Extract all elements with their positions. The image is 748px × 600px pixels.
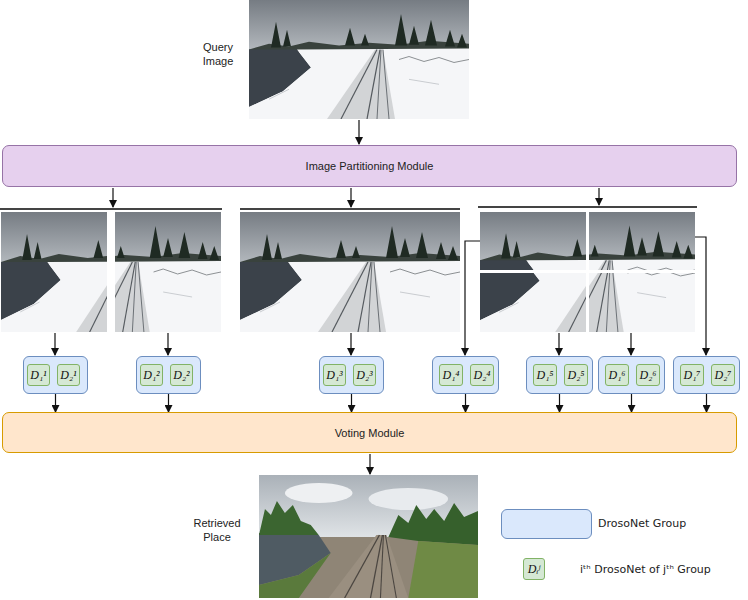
connector-arrow (465, 394, 466, 412)
connector-arrow (559, 394, 560, 412)
drosonet-label: D₂⁶ (639, 368, 656, 383)
drosonet-label: D₂⁴ (473, 368, 490, 383)
image-caption: Query Image (192, 40, 244, 69)
drosonet-label: D₂⁵ (567, 368, 584, 383)
drosonet-box: D₁² (140, 364, 163, 386)
drosonet-box: D₁³ (323, 364, 346, 386)
drosonet-group: D₁³ D₂³ (319, 356, 384, 394)
drosonet-group: D₁⁵ D₂⁵ (526, 356, 593, 394)
drosonet-group: D₁¹ D₂¹ (23, 356, 88, 394)
module-label: Voting Module (335, 427, 405, 439)
drosonet-label: D₂¹ (60, 368, 76, 383)
drosonet-label: D₂⁷ (714, 368, 731, 383)
drosonet-label: D₂² (173, 368, 189, 383)
legend-sample-label: Dᵢʲ (528, 562, 541, 577)
connector-arrow (351, 394, 352, 412)
drosonet-label: D₁³ (326, 368, 342, 383)
drosonet-box: D₂⁶ (636, 364, 660, 386)
legend-text: iᵗʰ DrosoNet of jᵗʰ Group (580, 563, 711, 576)
module-label: Image Partitioning Module (306, 160, 434, 172)
drosonet-box: D₂² (170, 364, 193, 386)
drosonet-label: D₂³ (356, 368, 372, 383)
drosonet-group: D₁² D₂² (136, 356, 201, 394)
drosonet-label: D₁⁷ (683, 368, 700, 383)
legend-sample: Dᵢʲ (523, 558, 545, 580)
drosonet-label: D₁¹ (30, 368, 46, 383)
connector-arrow (55, 394, 56, 412)
drosonet-label: D₁² (143, 368, 159, 383)
drosonet-label: D₁⁶ (608, 368, 625, 383)
voting-module: Voting Module (2, 412, 737, 453)
drosonet-box: D₂⁷ (711, 364, 735, 386)
drosonet-box: D₁⁷ (680, 364, 704, 386)
drosonet-box: D₂⁵ (564, 364, 588, 386)
legend-text: DrosoNet Group (598, 517, 686, 530)
connector-arrow (706, 394, 707, 412)
drosonet-group: D₁⁴ D₂⁴ (432, 356, 499, 394)
drosonet-box: D₂¹ (57, 364, 80, 386)
drosonet-group: D₁⁶ D₂⁶ (598, 356, 665, 394)
drosonet-box: D₁⁶ (605, 364, 629, 386)
drosonet-label: D₁⁵ (536, 368, 553, 383)
drosonet-label: D₁⁴ (442, 368, 459, 383)
image-caption: Retrieved Place (186, 516, 248, 545)
drosonet-box: D₁⁴ (439, 364, 463, 386)
drosonet-group: D₁⁷ D₂⁷ (673, 356, 740, 394)
drosonet-box: D₂⁴ (470, 364, 494, 386)
connector-arrow (168, 394, 169, 412)
drosonet-box: D₁⁵ (533, 364, 557, 386)
drosonet-box: D₁¹ (27, 364, 50, 386)
drosonet-box: D₂³ (353, 364, 376, 386)
partitioning-module: Image Partitioning Module (2, 145, 737, 187)
legend-swatch (501, 509, 592, 539)
connector-arrow (631, 394, 632, 412)
